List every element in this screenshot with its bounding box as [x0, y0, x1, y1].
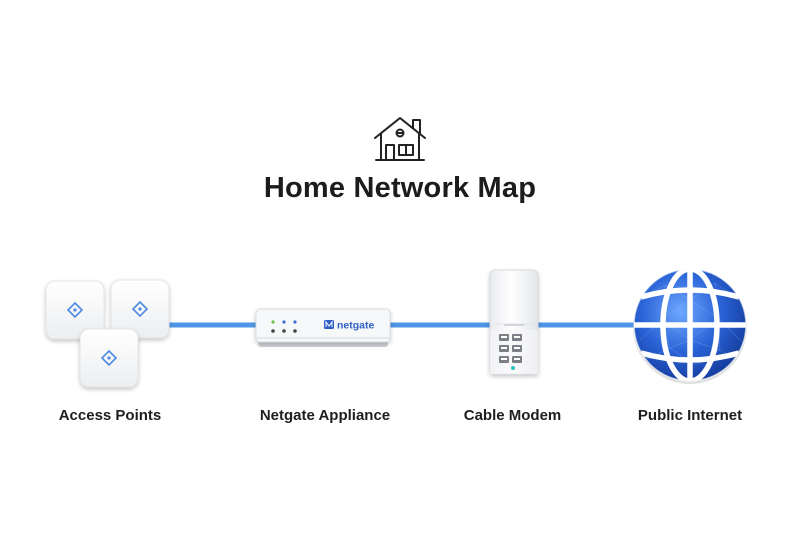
page-title: Home Network Map [263, 172, 537, 204]
modem-status-led [511, 366, 515, 370]
router-appliance-icon: netgate [255, 308, 391, 347]
node-label-public-internet: Public Internet [637, 407, 743, 424]
node-label-cable-modem: Cable Modem [463, 407, 562, 424]
access-point-3 [79, 328, 139, 388]
access-point-2 [110, 279, 170, 339]
house-icon [374, 117, 426, 161]
access-point-icon [45, 279, 170, 388]
globe-icon [633, 268, 747, 384]
node-label-netgate-appliance: Netgate Appliance [259, 407, 391, 424]
status-leds [271, 320, 297, 333]
cable-modem-icon [489, 269, 539, 375]
netgate-logo: netgate [324, 320, 375, 332]
node-label-access-points: Access Points [58, 407, 162, 424]
appliance-brand-text: netgate [337, 320, 375, 332]
access-point-1 [45, 280, 105, 340]
